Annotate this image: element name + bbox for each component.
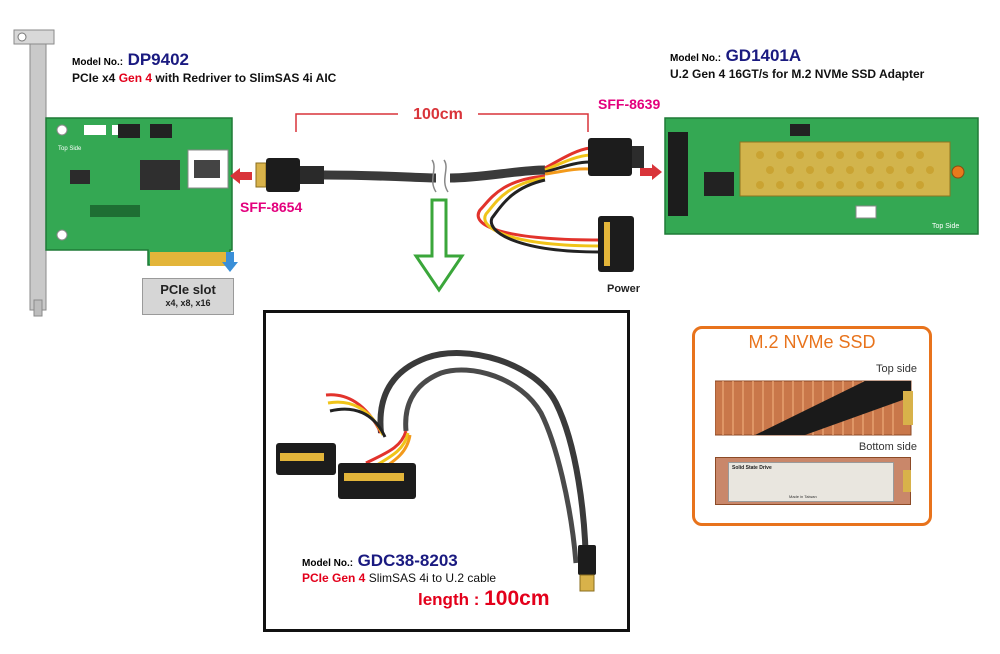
u2-adapter-image: Top Side bbox=[664, 117, 979, 235]
m2-socket-area bbox=[739, 141, 951, 197]
pcie-slot-sizes: x4, x8, x16 bbox=[165, 298, 211, 308]
ssd-bottom-image: Solid State Drive Made in Taiwan bbox=[715, 457, 911, 505]
adapter-model-number: GD1401A bbox=[725, 46, 802, 65]
connector-label-u2: SFF-8639 bbox=[598, 96, 661, 112]
ssd-box: M.2 NVMe SSD Top side Bottom side Solid … bbox=[692, 326, 932, 526]
main-cable bbox=[323, 170, 437, 183]
ssd-made-in: Made in Taiwan bbox=[789, 494, 817, 499]
cable-product-image bbox=[276, 350, 596, 592]
ssd-top-image bbox=[715, 380, 913, 436]
ssd-top-label: Top side bbox=[876, 363, 917, 375]
ssd-title: M.2 NVMe SSD bbox=[748, 332, 876, 352]
card-caption: Model No.: DP9402 PCIe x4 Gen 4 with Red… bbox=[72, 50, 372, 85]
ssd-sticker: Solid State Drive Made in Taiwan bbox=[728, 462, 894, 502]
connector-label-card: SFF-8654 bbox=[240, 199, 303, 215]
sata-power-connector bbox=[598, 216, 634, 272]
metal-bracket bbox=[13, 29, 55, 317]
cable-diagram: 100cm bbox=[230, 106, 662, 293]
adapter-desc: U.2 Gen 4 16GT/s for M.2 NVMe SSD Adapte… bbox=[670, 67, 925, 81]
product-model-label: Model No.: bbox=[302, 558, 354, 569]
product-length-value: 100cm bbox=[484, 587, 550, 610]
length-bracket bbox=[295, 113, 589, 132]
sff8639-connector bbox=[588, 138, 644, 176]
card-desc-b: with Redriver to SlimSAS 4i AIC bbox=[152, 71, 337, 85]
arrow-to-card-icon bbox=[230, 168, 252, 184]
power-label: Power bbox=[607, 283, 641, 295]
adapter-model-label: Model No.: bbox=[670, 53, 722, 64]
length-label: 100cm bbox=[413, 106, 463, 123]
card-desc-a: PCIe x4 bbox=[72, 71, 119, 85]
ssd-sticker-title: Solid State Drive bbox=[732, 465, 772, 471]
adapter-silk-top: Top Side bbox=[932, 223, 959, 230]
card-silk-top: Top Side bbox=[58, 146, 82, 152]
pcie-slot-title: PCIe slot bbox=[160, 282, 216, 297]
adapter-caption: Model No.: GD1401A U.2 Gen 4 16GT/s for … bbox=[670, 46, 990, 81]
down-arrow-icon bbox=[413, 198, 465, 293]
pcie-card-image: Top Side bbox=[13, 29, 238, 317]
card-desc-gen: Gen 4 bbox=[118, 71, 153, 85]
card-model-number: DP9402 bbox=[127, 50, 189, 69]
product-length: length : 100cm bbox=[418, 587, 550, 611]
ssd-bottom-label: Bottom side bbox=[858, 441, 917, 453]
product-line-rest: SlimSAS 4i to U.2 cable bbox=[365, 571, 497, 585]
gold-fingers bbox=[150, 252, 228, 266]
product-line-red: PCIe Gen 4 bbox=[302, 571, 366, 585]
insert-arrow-icon bbox=[222, 252, 238, 272]
power-wires bbox=[476, 146, 601, 254]
slimsas-plug bbox=[255, 158, 324, 192]
arrow-to-adapter-icon bbox=[640, 164, 662, 180]
pcb-board: Top Side bbox=[45, 117, 233, 266]
product-model-number: GDC38-8203 bbox=[357, 551, 458, 570]
product-caption: Model No.: GDC38-8203 PCIe Gen 4 SlimSAS… bbox=[302, 551, 622, 585]
card-model-label: Model No.: bbox=[72, 57, 124, 68]
product-box: Model No.: GDC38-8203 PCIe Gen 4 SlimSAS… bbox=[263, 310, 630, 632]
pcie-slot-label: PCIe slot x4, x8, x16 bbox=[142, 278, 234, 315]
product-length-label: length : bbox=[418, 590, 485, 609]
